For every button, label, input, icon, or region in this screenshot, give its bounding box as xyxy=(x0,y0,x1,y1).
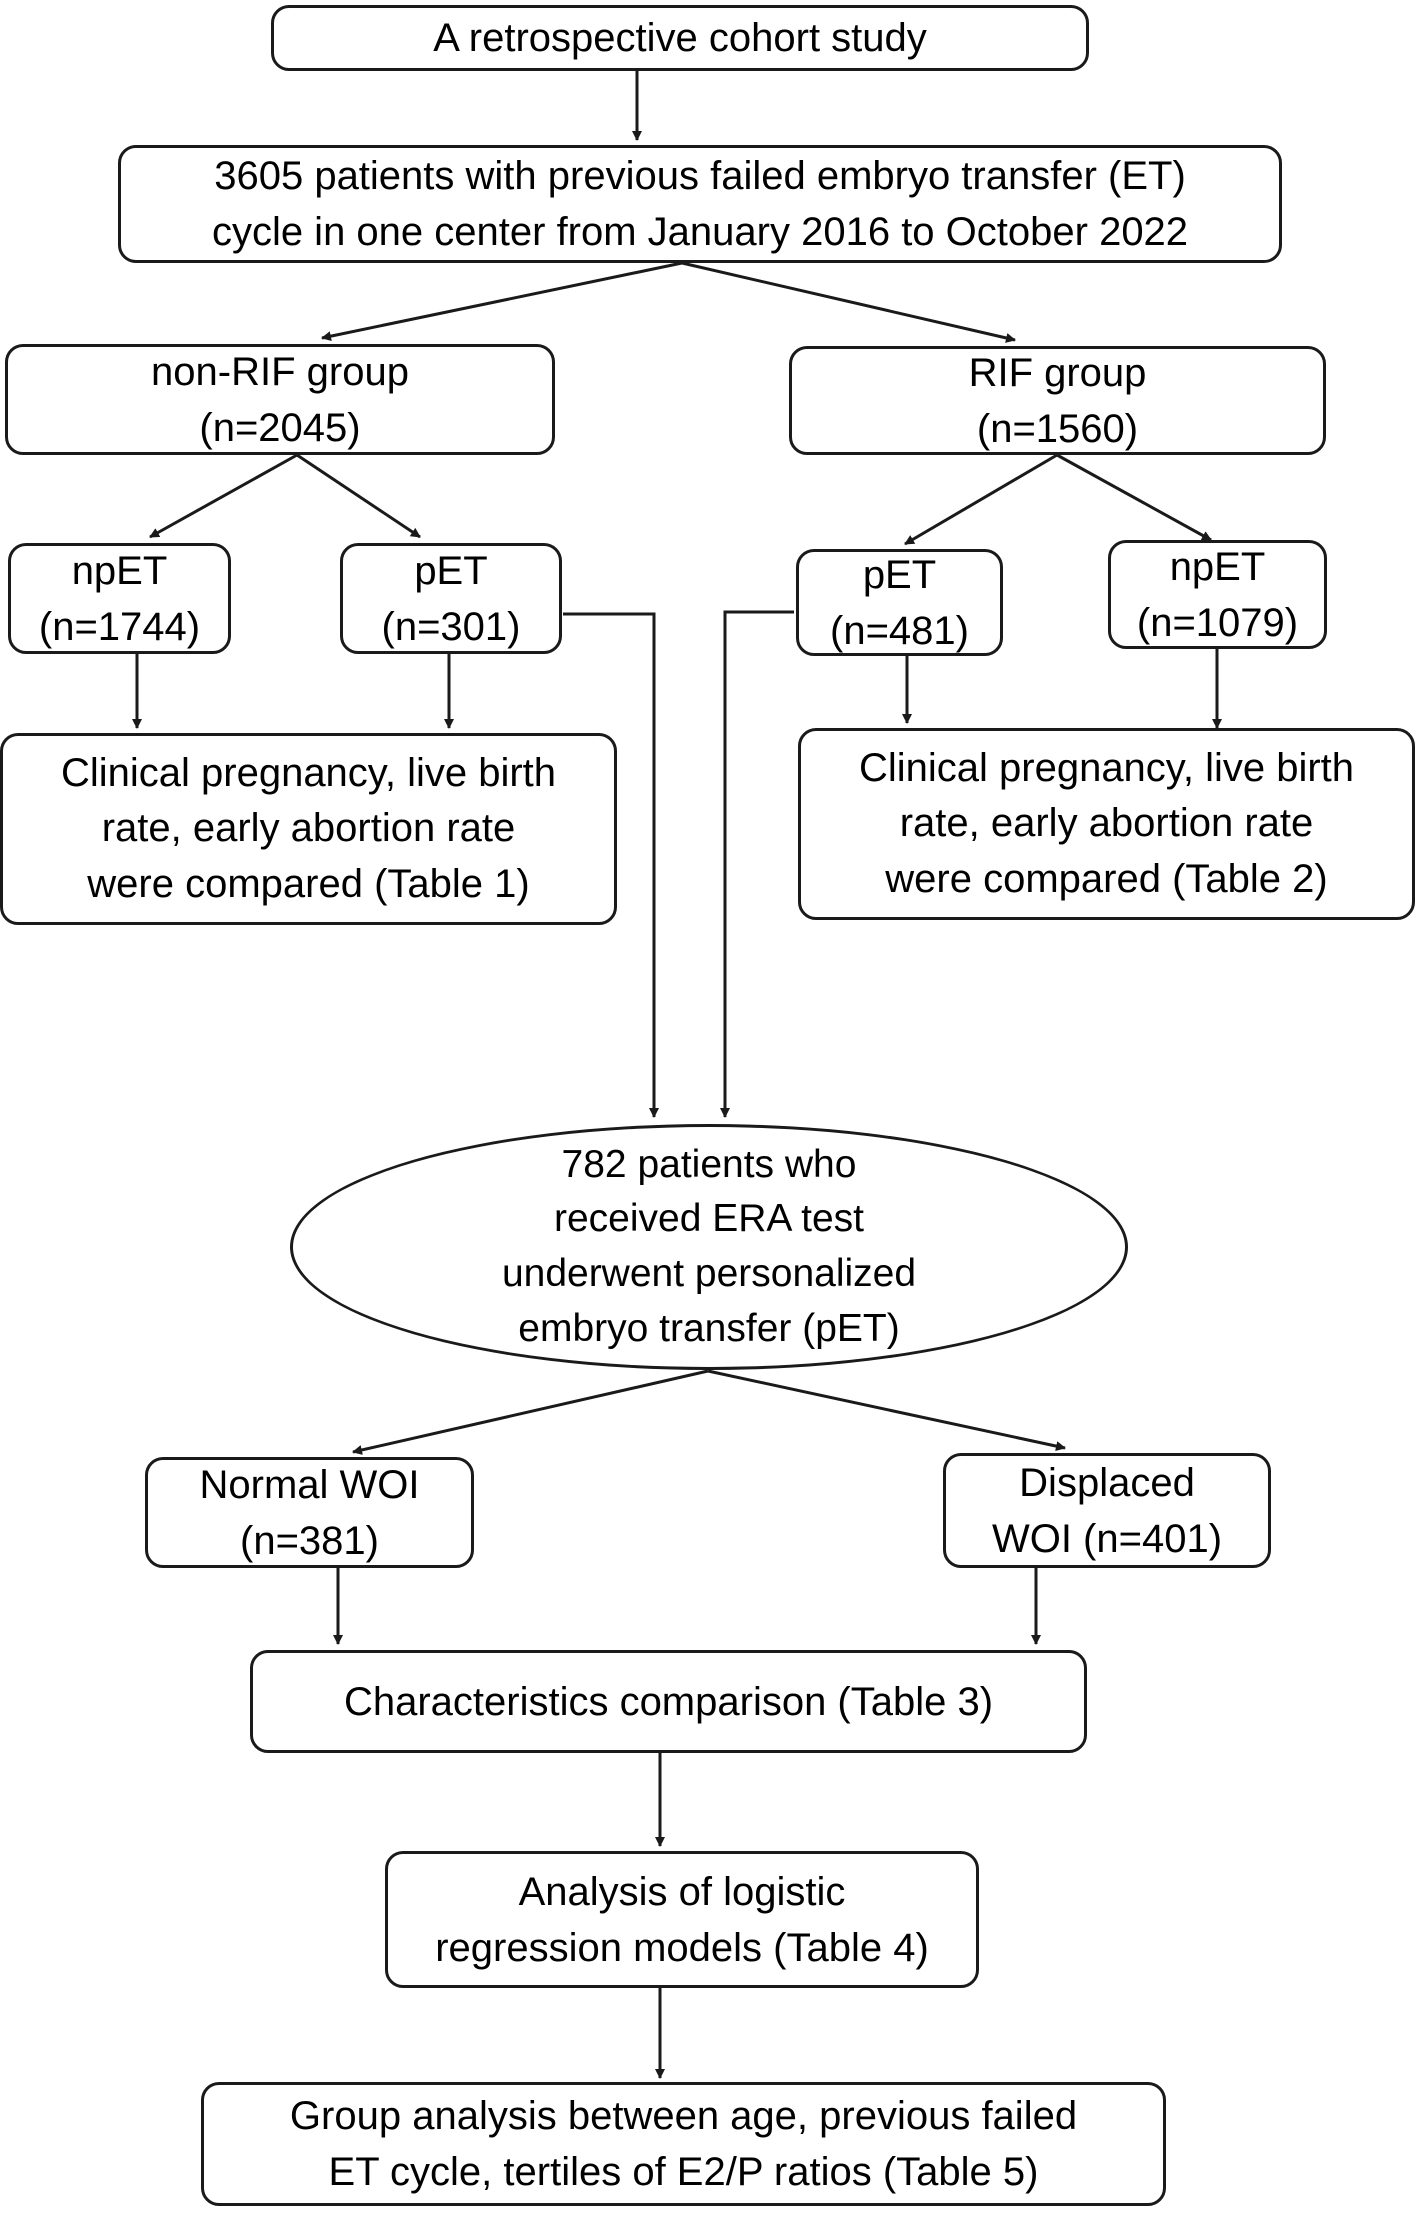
compare-left-line-2: rate, early abortion rate xyxy=(101,806,516,851)
non-rif-line-1: non-RIF group xyxy=(151,349,409,394)
pet-left-box: pET (n=301) xyxy=(340,543,562,654)
pet-left-line-1: pET xyxy=(414,548,488,593)
pet-right-line-1: pET xyxy=(862,552,937,597)
npet-left-box: npET (n=1744) xyxy=(8,543,231,654)
era-line-4: embryo transfer (pET) xyxy=(518,1306,900,1350)
pet-right-line-2: (n=481) xyxy=(830,608,969,653)
pet-left-line-2: (n=301) xyxy=(381,604,521,649)
arrow-rif-to-npet xyxy=(1056,453,1212,542)
arrow-rif-to-pet xyxy=(904,453,1058,546)
normal-woi-line-1: Normal WOI xyxy=(199,1462,420,1507)
npet-right-box: npET (n=1079) xyxy=(1108,540,1327,649)
study-line-1: A retrospective cohort study xyxy=(433,16,927,60)
npet-right-line-2: (n=1079) xyxy=(1136,600,1299,645)
compare-right-box: Clinical pregnancy, live birth rate, earl… xyxy=(798,728,1415,920)
characteristics-line-1: Characteristics comparison (Table 3) xyxy=(343,1679,994,1724)
compare-left-box: Clinical pregnancy, live birth rate, earl… xyxy=(0,733,617,925)
displaced-woi-line-1: Displaced xyxy=(1019,1460,1195,1505)
normal-woi-line-2: (n=381) xyxy=(240,1518,379,1563)
arrow-era-to-normal xyxy=(352,1369,709,1455)
group-analysis-box: Group analysis between age, previous fai… xyxy=(201,2082,1166,2206)
study-box: A retrospective cohort study xyxy=(271,5,1089,71)
arrow-patients-to-nonrif xyxy=(321,261,683,342)
rif-line-1: RIF group xyxy=(968,350,1147,395)
arrow-pet-left-to-era xyxy=(563,612,659,1118)
rif-group-box: RIF group (n=1560) xyxy=(789,346,1326,455)
pet-right-box: pET (n=481) xyxy=(796,549,1003,656)
patients-line-2: cycle in one center from January 2016 to… xyxy=(211,210,1189,254)
logistic-box: Analysis of logistic regression models (T… xyxy=(385,1851,979,1988)
patients-box: 3605 patients with previous failed embry… xyxy=(118,145,1282,263)
displaced-woi-line-2: WOI (n=401) xyxy=(991,1516,1223,1561)
compare-left-line-1: Clinical pregnancy, live birth xyxy=(60,751,557,796)
era-line-2: received ERA test xyxy=(554,1197,864,1241)
logistic-line-2: regression models (Table 4) xyxy=(435,1925,929,1970)
npet-left-line-2: (n=1744) xyxy=(38,604,201,649)
group-analysis-line-1: Group analysis between age, previous fai… xyxy=(289,2094,1078,2138)
compare-right-line-1: Clinical pregnancy, live birth xyxy=(858,746,1355,791)
compare-right-line-2: rate, early abortion rate xyxy=(899,801,1314,846)
era-line-3: underwent personalized xyxy=(501,1252,917,1295)
era-ellipse: 782 patients who received ERA test underwe… xyxy=(290,1124,1128,1370)
npet-right-line-1: npET xyxy=(1169,544,1266,589)
arrow-patients-to-rif xyxy=(681,261,1016,343)
compare-left-line-3: were compared (Table 1) xyxy=(87,861,530,906)
non-rif-line-2: (n=2045) xyxy=(199,405,361,450)
arrow-nonrif-to-npet xyxy=(149,453,298,539)
era-line-1: 782 patients who xyxy=(561,1142,857,1186)
characteristics-box: Characteristics comparison (Table 3) xyxy=(250,1650,1087,1753)
non-rif-group-box: non-RIF group (n=2045) xyxy=(5,344,555,455)
group-analysis-line-2: ET cycle, tertiles of E2/P ratios (Table… xyxy=(328,2150,1039,2194)
logistic-line-1: Analysis of logistic xyxy=(518,1869,846,1914)
compare-right-line-3: were compared (Table 2) xyxy=(885,856,1328,901)
rif-line-2: (n=1560) xyxy=(976,406,1139,451)
normal-woi-box: Normal WOI (n=381) xyxy=(145,1457,474,1568)
npet-left-line-1: npET xyxy=(71,548,168,593)
patients-line-1: 3605 patients with previous failed embry… xyxy=(214,154,1186,198)
arrow-pet-right-to-era xyxy=(720,610,794,1118)
arrow-era-to-displaced xyxy=(707,1369,1066,1451)
arrow-nonrif-to-pet xyxy=(296,453,421,539)
